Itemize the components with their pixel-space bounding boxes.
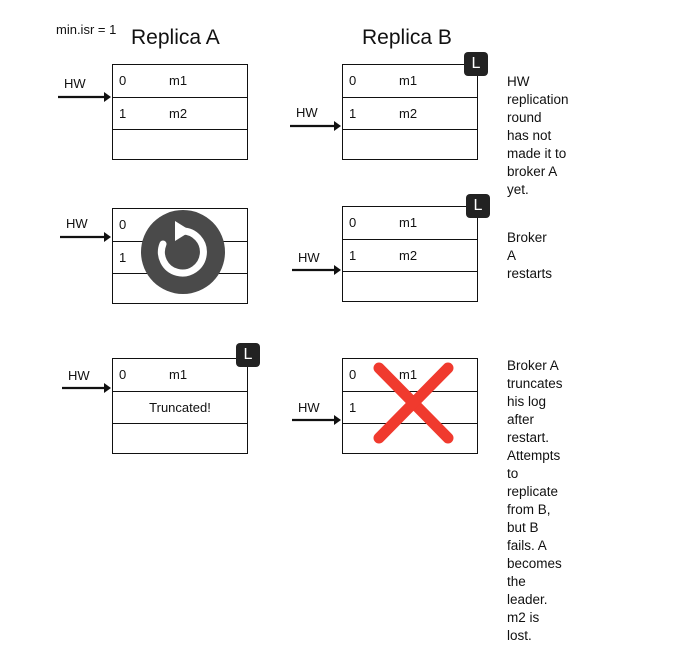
log-offset: 0 <box>349 367 357 382</box>
log-entry: 0 m1 <box>343 65 477 97</box>
log-entry: 0 m1 <box>343 207 477 239</box>
replica-a-log: 0 m1 Truncated! <box>112 358 248 454</box>
log-entry: 0 <box>113 209 247 241</box>
log-entry: 0 m1 <box>113 65 247 97</box>
replica-b-log: 0 m1 1 m2 <box>342 64 478 160</box>
log-offset: 0 <box>349 215 357 230</box>
leader-badge: L <box>464 52 488 76</box>
log-entry-empty <box>113 423 247 455</box>
log-entry-empty <box>343 423 477 455</box>
log-message: m1 <box>169 367 188 382</box>
replica-a-heading: Replica A <box>131 26 220 49</box>
log-message: m1 <box>399 73 418 88</box>
log-offset: 0 <box>349 73 357 88</box>
log-message: m1 <box>169 73 188 88</box>
hw-label: HW <box>298 250 320 265</box>
hw-arrow-icon <box>58 92 111 102</box>
hw-label: HW <box>298 400 320 415</box>
leader-badge: L <box>466 194 490 218</box>
log-offset: 1 <box>119 250 127 265</box>
log-entry-empty <box>343 129 477 161</box>
log-entry: 0 m1 <box>113 359 247 391</box>
hw-arrow-icon <box>290 121 341 131</box>
log-entry: 1 <box>343 391 477 423</box>
log-entry: 1 m2 <box>343 97 477 129</box>
log-offset: 0 <box>119 367 127 382</box>
scenario-note: Broker A truncates his log after restart… <box>507 358 563 643</box>
log-entry: 0 m1 <box>343 359 477 391</box>
hw-label: HW <box>68 368 90 383</box>
log-message: m2 <box>169 106 188 121</box>
hw-arrow-icon <box>292 415 341 425</box>
log-entry: 1 m2 <box>113 97 247 129</box>
scenario-note: HW replication round has not made it to … <box>507 74 569 197</box>
log-entry-empty <box>113 129 247 161</box>
failed-cross-icon <box>373 362 454 444</box>
log-offset: 1 <box>349 106 357 121</box>
hw-label: HW <box>66 216 88 231</box>
truncated-label: Truncated! <box>149 400 211 415</box>
log-entry: 1 m2 <box>343 239 477 271</box>
hw-label: HW <box>64 76 86 91</box>
log-offset: 1 <box>349 248 357 263</box>
log-message: m1 <box>399 215 418 230</box>
replica-a-log: 0 m1 1 m2 <box>112 64 248 160</box>
log-message: m2 <box>399 106 418 121</box>
hw-arrow-icon <box>60 232 111 242</box>
log-offset: 0 <box>119 217 127 232</box>
hw-label: HW <box>296 105 318 120</box>
hw-arrow-icon <box>62 383 111 393</box>
log-message: m1 <box>399 367 418 382</box>
log-offset: 0 <box>119 73 127 88</box>
leader-badge: L <box>236 343 260 367</box>
replica-b-heading: Replica B <box>362 26 452 49</box>
log-message: m2 <box>399 248 418 263</box>
log-entry-truncated: Truncated! <box>113 391 247 423</box>
log-offset: 1 <box>349 400 357 415</box>
replica-b-log: 0 m1 1 m2 <box>342 206 478 302</box>
min-isr-label: min.isr = 1 <box>56 22 117 37</box>
restart-icon <box>141 210 225 294</box>
scenario-note: Broker A restarts <box>507 230 553 281</box>
hw-arrow-icon <box>292 265 341 275</box>
log-offset: 1 <box>119 106 127 121</box>
log-entry-empty <box>343 271 477 303</box>
